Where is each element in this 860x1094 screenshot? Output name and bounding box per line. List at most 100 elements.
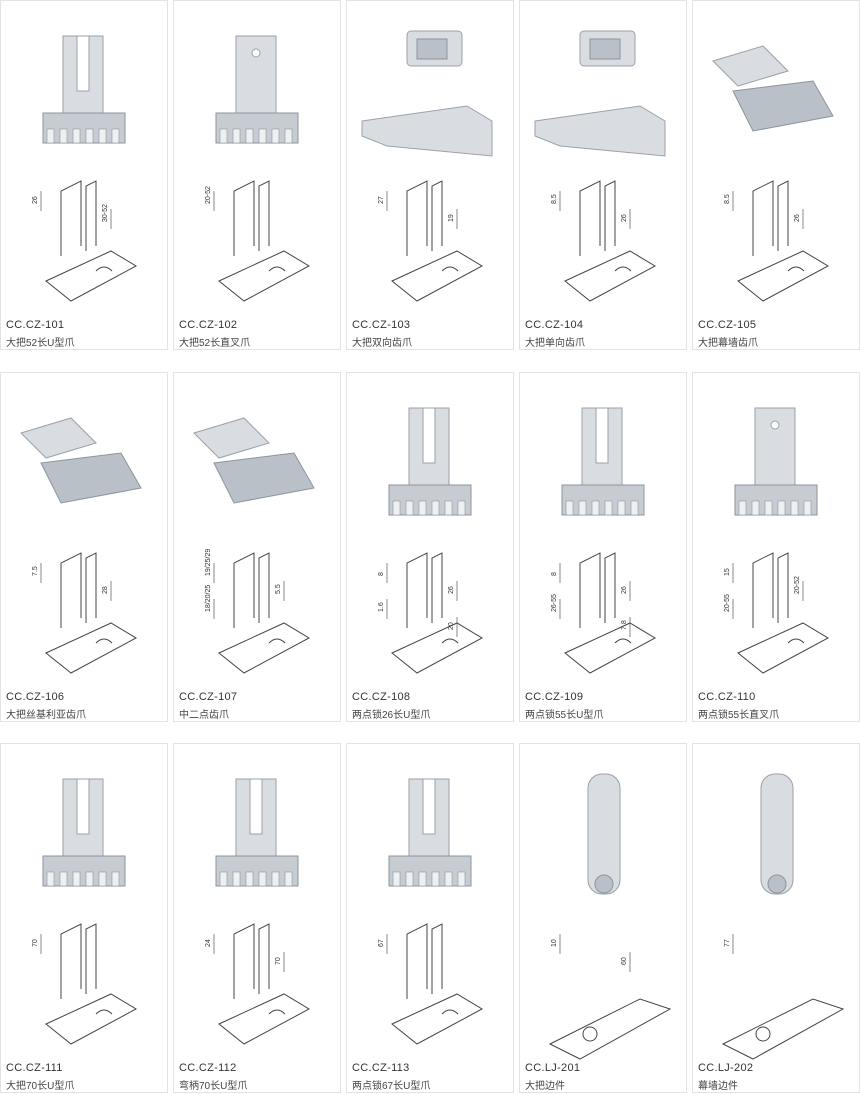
upright-right: [431, 180, 443, 251]
claw-tooth: [85, 871, 94, 887]
product-photo: [193, 417, 315, 504]
product-name: 大把52长U型爪: [6, 338, 75, 349]
upright-right: [85, 923, 97, 994]
base-outline: [737, 250, 830, 302]
product-photo: [361, 30, 493, 157]
edge-screw-outline: [582, 1026, 598, 1042]
technical-drawing: 19/25/295.518/20/25: [205, 549, 311, 674]
base-notch: [787, 266, 805, 272]
product-code: CC.CZ-111: [6, 1062, 63, 1074]
base-notch: [268, 1009, 286, 1015]
dimension-label: 26: [448, 586, 455, 594]
claw-tooth: [284, 871, 293, 887]
upright-left: [752, 552, 774, 628]
upright-right: [604, 552, 616, 623]
claw-tooth: [59, 871, 68, 887]
upright-left: [60, 552, 82, 628]
edge-screw-outline: [755, 1026, 771, 1042]
dimension-label: 8.5: [724, 194, 731, 204]
edge-outline: [548, 998, 672, 1060]
block-top: [712, 45, 789, 87]
edge-body: [760, 773, 794, 895]
product-code: CC.CZ-112: [179, 1062, 237, 1074]
product-name: 大把单向齿爪: [525, 338, 585, 349]
claw-tooth: [46, 871, 55, 887]
upright-right: [258, 180, 270, 251]
claw-tooth: [405, 500, 414, 516]
claw-tooth: [85, 128, 94, 144]
product-photo: [388, 407, 472, 516]
upright-right: [258, 552, 270, 623]
claw-tooth: [111, 128, 120, 144]
claw-teeth-base: [42, 112, 126, 144]
dimension-label: 10: [551, 939, 558, 947]
claw-hole: [770, 420, 780, 430]
claw-tooth: [457, 500, 466, 516]
product-photo: [42, 35, 126, 144]
claw-tooth: [59, 128, 68, 144]
dimension-label: 77: [724, 939, 731, 947]
product-code: CC.CZ-101: [6, 319, 65, 331]
block-top: [193, 417, 270, 459]
base-outline: [218, 993, 311, 1045]
claw-tooth: [392, 871, 401, 887]
dimension-label: 26: [621, 214, 628, 222]
block-base: [213, 452, 315, 504]
claw-tooth: [405, 871, 414, 887]
upright-left: [60, 923, 82, 999]
claw-tooth: [803, 500, 812, 516]
claw-teeth-base: [561, 484, 645, 516]
claw-slot: [422, 407, 436, 464]
base-outline: [45, 993, 138, 1045]
claw-blade: [235, 35, 277, 117]
claw-tooth: [111, 871, 120, 887]
claw-slot: [595, 407, 609, 464]
claw-tooth: [258, 128, 267, 144]
base-outline: [218, 622, 311, 674]
dimension-label: 1.6: [378, 602, 385, 612]
base-notch: [441, 266, 459, 272]
product-name: 大把幕墙齿爪: [698, 338, 758, 349]
claw-tooth: [565, 500, 574, 516]
product-code: CC.CZ-108: [352, 691, 411, 703]
product-code: CC.CZ-104: [525, 319, 584, 331]
product-name: 大把边件: [525, 1081, 565, 1092]
upright-right: [777, 180, 789, 251]
base-notch: [441, 638, 459, 644]
base-notch: [268, 266, 286, 272]
base-notch: [95, 1009, 113, 1015]
product-name: 中二点齿爪: [179, 710, 229, 721]
upright-left: [406, 180, 428, 256]
product-name: 大把70长U型爪: [6, 1081, 75, 1092]
plate-base: [361, 105, 493, 157]
product-code: CC.CZ-109: [525, 691, 584, 703]
product-name: 两点锁55长U型爪: [525, 710, 604, 721]
product-code: CC.LJ-202: [698, 1062, 754, 1074]
product-photo: [215, 778, 299, 887]
upright-right: [431, 552, 443, 623]
claw-tooth: [46, 128, 55, 144]
dimension-label: 26: [621, 586, 628, 594]
base-outline: [45, 250, 138, 302]
upright-left: [60, 180, 82, 256]
claw-tooth: [578, 500, 587, 516]
claw-tooth: [630, 500, 639, 516]
base-outline: [218, 250, 311, 302]
technical-drawing: 77: [721, 934, 845, 1060]
